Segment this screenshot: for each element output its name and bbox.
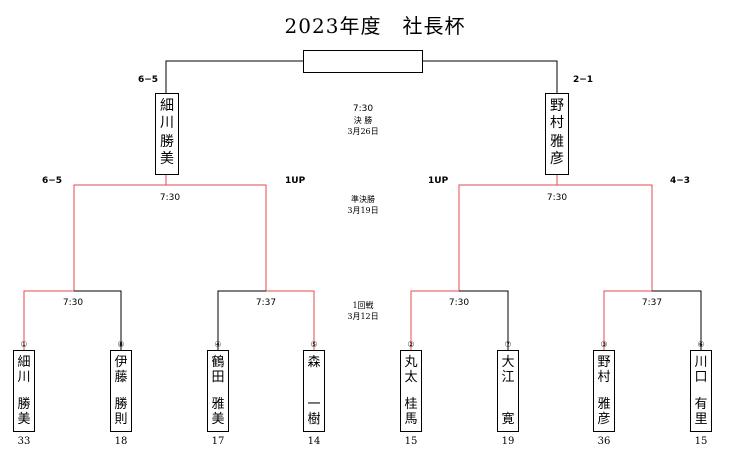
player-4-name-bottom: 一樹 xyxy=(307,397,321,427)
player-6-seed: ⑦ xyxy=(504,340,512,349)
semi-line-right-2 xyxy=(557,184,653,291)
finalist-left-name-bottom: 勝美 xyxy=(160,134,174,167)
page-title: 2023年度 社長杯 xyxy=(284,14,466,38)
player-8-score: 15 xyxy=(694,436,708,447)
player-3-name-top: 鶴田 xyxy=(211,355,225,385)
player-7-name-bottom: 雅彦 xyxy=(597,397,611,427)
player-5-name-top: 丸太 xyxy=(404,355,418,385)
final-round-label: 7:30 決 勝 3月26日 xyxy=(323,104,403,137)
semi-1-time: 7:30 xyxy=(159,193,181,203)
player-5-seed: ② xyxy=(407,340,415,349)
player-6-namebox: 大江 寛 xyxy=(497,350,519,432)
r1-m2-time: 7:37 xyxy=(255,298,277,308)
player-5-name-bottom: 桂馬 xyxy=(404,397,418,427)
player-2-name-top: 伊藤 xyxy=(114,355,128,385)
player-2-namebox: 伊藤 勝則 xyxy=(110,350,132,432)
player-6-name-top: 大江 xyxy=(501,355,515,385)
finalist-right-name-top: 野村 xyxy=(550,98,564,131)
player-3-score: 17 xyxy=(211,436,225,447)
r1-m2-left xyxy=(217,290,266,350)
player-7-namebox: 野村 雅彦 xyxy=(593,350,615,432)
r1-m1-left xyxy=(23,290,74,350)
final-line-right xyxy=(421,60,558,93)
player-1-namebox: 細川 勝美 xyxy=(13,350,35,432)
semi-1-right-result: 1UP xyxy=(285,176,306,186)
semi-2-time: 7:30 xyxy=(546,193,568,203)
champion-box xyxy=(303,50,423,73)
player-2-seed: ⑧ xyxy=(117,340,125,349)
semi-line-right-1 xyxy=(458,184,557,291)
player-4-seed: ⑤ xyxy=(310,340,318,349)
semi-line-left-2 xyxy=(166,184,267,291)
first-round-label: 1回戦 3月12日 xyxy=(323,300,403,322)
player-1-name-top: 細川 xyxy=(17,355,31,385)
player-5-namebox: 丸太 桂馬 xyxy=(400,350,422,432)
player-3-namebox: 鶴田 雅美 xyxy=(207,350,229,432)
finalist-right: 野村 雅彦 xyxy=(545,93,569,175)
player-1-score: 33 xyxy=(17,436,31,447)
player-7-seed: ③ xyxy=(600,340,608,349)
player-6-name-bottom: 寛 xyxy=(501,412,515,427)
semi-round-date: 3月19日 xyxy=(347,206,379,215)
player-8-seed: ⑥ xyxy=(697,340,705,349)
player-6-score: 19 xyxy=(501,436,515,447)
r1-m3-right xyxy=(459,290,509,350)
semi-2-right-result: 4−3 xyxy=(670,176,691,186)
semi-2-left-result: 1UP xyxy=(428,176,449,186)
player-3-name-bottom: 雅美 xyxy=(211,397,225,427)
r1-m4-left xyxy=(603,290,652,350)
r1-m4-time: 7:37 xyxy=(641,298,663,308)
r1-m4-right xyxy=(652,290,702,350)
final-result-right: 2−1 xyxy=(573,75,594,85)
finalist-right-name-bottom: 雅彦 xyxy=(550,134,564,167)
final-line-left xyxy=(165,60,303,93)
r1-m3-left xyxy=(410,290,459,350)
player-8-name-top: 川口 xyxy=(694,355,708,385)
semi-round-name: 準決勝 xyxy=(351,195,375,204)
r1-m2-right xyxy=(266,290,315,350)
player-3-seed: ④ xyxy=(214,340,222,349)
first-round-date: 3月12日 xyxy=(347,312,379,321)
final-round-name: 決 勝 xyxy=(353,116,373,125)
finalist-left-name-top: 細川 xyxy=(160,98,174,131)
r1-m1-right xyxy=(74,290,122,350)
semi-round-label: 準決勝 3月19日 xyxy=(323,194,403,216)
player-4-name-top: 森 xyxy=(307,355,321,370)
final-result-left: 6−5 xyxy=(138,75,159,85)
final-time: 7:30 xyxy=(352,104,374,114)
r1-m1-time: 7:30 xyxy=(62,298,84,308)
player-1-name-bottom: 勝美 xyxy=(17,397,31,427)
player-7-name-top: 野村 xyxy=(597,355,611,385)
player-8-name-bottom: 有里 xyxy=(694,397,708,427)
semi-line-left-1 xyxy=(73,184,166,291)
player-4-namebox: 森 一樹 xyxy=(303,350,325,432)
semi-1-left-result: 6−5 xyxy=(42,176,63,186)
finalist-left: 細川 勝美 xyxy=(155,93,179,175)
final-round-date: 3月26日 xyxy=(347,127,379,136)
player-8-namebox: 川口 有里 xyxy=(690,350,712,432)
player-5-score: 15 xyxy=(404,436,418,447)
first-round-name: 1回戦 xyxy=(352,301,374,310)
player-1-seed: ① xyxy=(20,340,28,349)
player-7-score: 36 xyxy=(597,436,611,447)
player-2-score: 18 xyxy=(114,436,128,447)
r1-m3-time: 7:30 xyxy=(448,298,470,308)
player-4-score: 14 xyxy=(307,436,321,447)
player-2-name-bottom: 勝則 xyxy=(114,397,128,427)
